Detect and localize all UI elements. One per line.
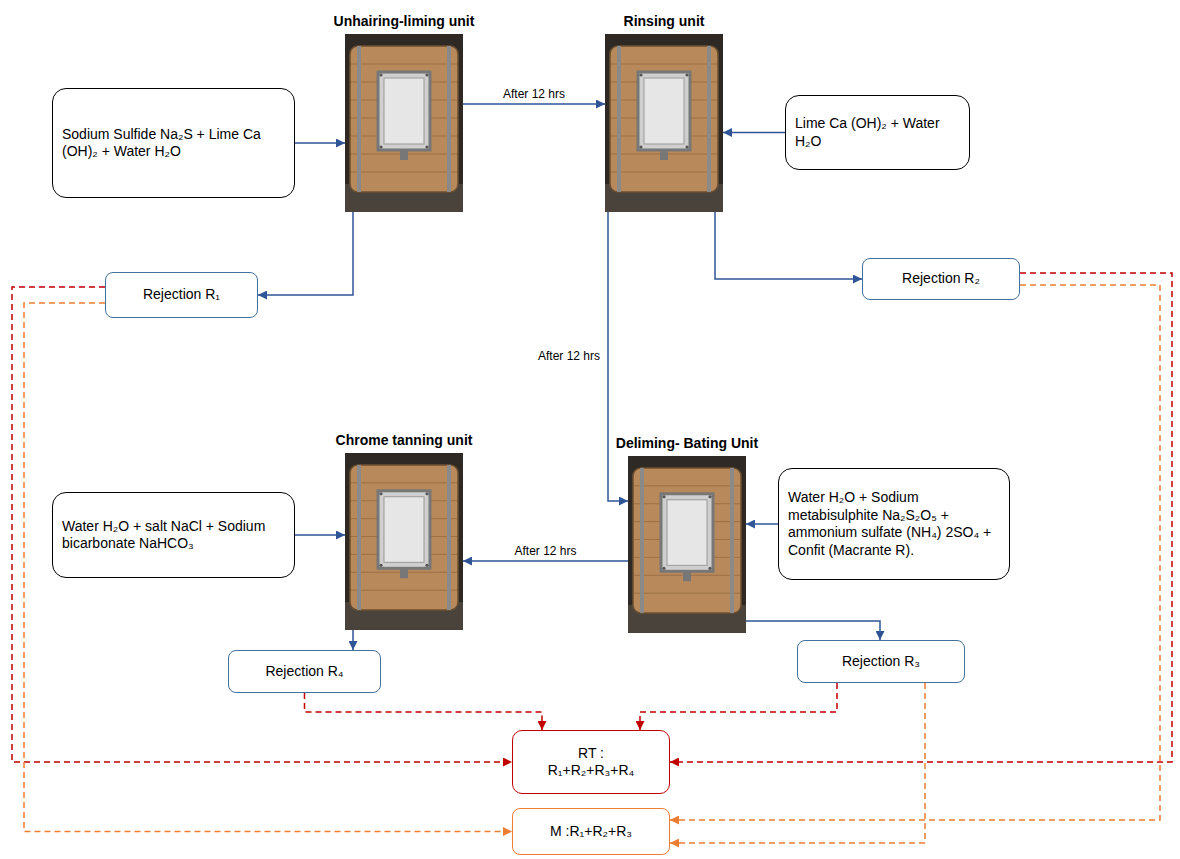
- process-drum: Deliming- Bating Unit: [628, 456, 746, 633]
- input-box: Sodium Sulfide Na₂S + Lime Ca (OH)₂ + Wa…: [52, 88, 295, 198]
- mix-dashed-arrow: [24, 303, 512, 832]
- flow-arrow: [295, 534, 345, 536]
- box-text: Rejection R₄: [238, 663, 371, 681]
- mix-dashed-arrow: [670, 683, 925, 843]
- unit-heading: Rinsing unit: [624, 13, 705, 31]
- rejection-box: Rejection R₁: [105, 272, 258, 318]
- unit-heading: Deliming- Bating Unit: [616, 435, 758, 453]
- box-text: R₁+R₂+R₃+R₄: [522, 762, 660, 780]
- flow-arrow: [715, 212, 862, 279]
- total-dashed-arrow: [670, 273, 1172, 762]
- input-box: Lime Ca (OH)₂ + Water H₂O: [785, 95, 970, 170]
- box-text: Water H₂O + Sodium metabisulphite Na₂S₂O…: [788, 489, 1000, 559]
- flow-arrow: [746, 523, 778, 525]
- box-text: Lime Ca (OH)₂ + Water H₂O: [795, 115, 960, 150]
- unit-heading: Chrome tanning unit: [336, 432, 473, 450]
- total-dashed-arrow: [12, 287, 512, 762]
- rejection-box: Rejection R₃: [797, 640, 965, 683]
- rejection-box: Rejection R₄: [228, 650, 381, 693]
- drum-picture: [628, 456, 746, 633]
- edge-label: After 12 hrs: [501, 87, 567, 101]
- flow-arrow: [258, 212, 353, 295]
- process-drum: Chrome tanning unit: [345, 453, 463, 630]
- rejection-box: Rejection R₂: [862, 258, 1020, 300]
- drum-picture: [345, 453, 463, 630]
- box-text: Sodium Sulfide Na₂S + Lime Ca (OH)₂ + Wa…: [62, 126, 285, 161]
- unit-heading: Unhairing-liming unit: [334, 13, 475, 31]
- input-box: Water H₂O + salt NaCl + Sodium bicarbona…: [52, 492, 295, 578]
- flow-arrow: [352, 630, 354, 650]
- total-box: RT :R₁+R₂+R₃+R₄: [512, 730, 670, 794]
- mix-box: M :R₁+R₂+R₃: [512, 808, 670, 855]
- drum-picture: [605, 34, 723, 212]
- flow-arrow: [295, 142, 345, 144]
- box-text: M :R₁+R₂+R₃: [522, 823, 660, 841]
- flow-arrow: [746, 621, 880, 640]
- flow-arrow: [463, 103, 605, 105]
- process-drum: Rinsing unit: [605, 34, 723, 212]
- box-text: RT :: [522, 745, 660, 763]
- box-text: Rejection R₃: [807, 653, 955, 671]
- mix-dashed-arrow: [670, 285, 1160, 820]
- edge-label: After 12 hrs: [536, 349, 602, 363]
- drum-picture: [345, 34, 463, 212]
- total-dashed-arrow: [640, 683, 837, 730]
- flow-arrow: [463, 560, 628, 562]
- box-text: Rejection R₁: [115, 286, 248, 304]
- input-box: Water H₂O + Sodium metabisulphite Na₂S₂O…: [778, 468, 1010, 580]
- box-text: Water H₂O + salt NaCl + Sodium bicarbona…: [62, 518, 285, 553]
- flow-arrow: [608, 212, 628, 501]
- edge-label: After 12 hrs: [512, 544, 578, 558]
- process-drum: Unhairing-liming unit: [345, 34, 463, 212]
- box-text: Rejection R₂: [872, 270, 1010, 288]
- flow-arrow: [723, 132, 785, 134]
- total-dashed-arrow: [305, 693, 543, 730]
